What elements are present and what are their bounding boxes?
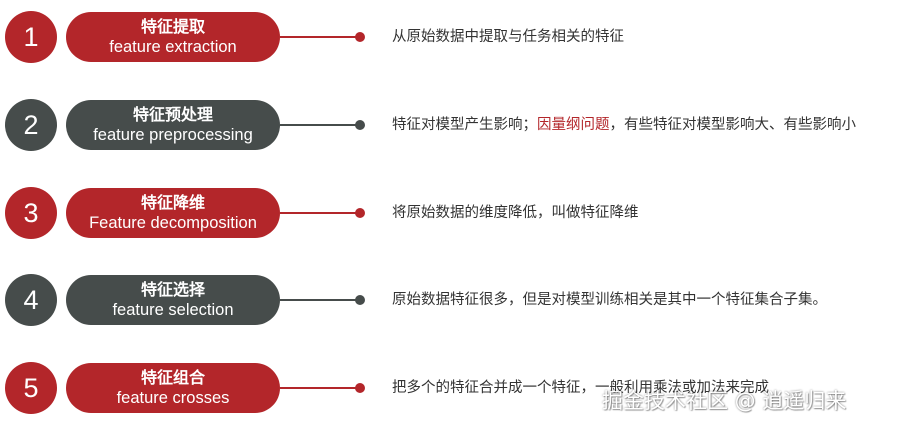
step-title-pill: 特征提取 feature extraction <box>66 12 280 62</box>
connector-line <box>280 387 358 389</box>
step-row-1: 1 特征提取 feature extraction 从原始数据中提取与任务相关的… <box>0 9 903 65</box>
step-row-4: 4 特征选择 feature selection 原始数据特征很多，但是对模型训… <box>0 272 903 328</box>
step-description: 从原始数据中提取与任务相关的特征 <box>392 29 624 45</box>
step-title-en: Feature decomposition <box>89 214 257 232</box>
step-title-pill: 特征降维 Feature decomposition <box>66 188 280 238</box>
step-description: 原始数据特征很多，但是对模型训练相关是其中一个特征集合子集。 <box>392 292 827 308</box>
connector-dot <box>355 295 365 305</box>
step-title-cn: 特征提取 <box>140 17 205 36</box>
step-title-cn: 特征降维 <box>140 193 205 212</box>
step-title-pill: 特征预处理 feature preprocessing <box>66 100 280 150</box>
connector-line <box>280 124 358 126</box>
step-description: 特征对模型产生影响；因量纲问题，有些特征对模型影响大、有些影响小 <box>392 114 856 136</box>
step-row-3: 3 特征降维 Feature decomposition 将原始数据的维度降低，… <box>0 185 903 241</box>
step-title-en: feature preprocessing <box>93 126 253 144</box>
connector-dot <box>355 32 365 42</box>
description-highlight: 因量纲问题 <box>537 117 610 133</box>
step-title-cn: 特征预处理 <box>132 105 213 124</box>
connector-dot <box>355 120 365 130</box>
connector-dot <box>355 208 365 218</box>
step-description: 把多个的特征合并成一个特征，一般利用乘法或加法来完成 <box>392 380 769 396</box>
connector-dot <box>355 383 365 393</box>
step-number-badge: 2 <box>5 99 57 151</box>
connector-line <box>280 36 358 38</box>
step-title-pill: 特征选择 feature selection <box>66 275 280 325</box>
step-number-badge: 1 <box>5 11 57 63</box>
step-number-badge: 5 <box>5 362 57 414</box>
connector-line <box>280 299 358 301</box>
step-row-2: 2 特征预处理 feature preprocessing 特征对模型产生影响；… <box>0 97 903 153</box>
step-title-cn: 特征选择 <box>140 280 205 299</box>
step-title-en: feature crosses <box>116 389 230 407</box>
step-description: 将原始数据的维度降低，叫做特征降维 <box>392 205 639 221</box>
description-text: 特征对模型产生影响； <box>392 117 537 133</box>
description-text: ，有些特征对模型影响大、有些影响小 <box>609 117 857 133</box>
step-title-pill: 特征组合 feature crosses <box>66 363 280 413</box>
step-title-en: feature selection <box>112 301 234 319</box>
step-row-5: 5 特征组合 feature crosses 把多个的特征合并成一个特征，一般利… <box>0 360 903 416</box>
watermark: 掘金技术社区 @ 逍遥归来 <box>602 389 847 413</box>
step-number-badge: 3 <box>5 187 57 239</box>
step-number-badge: 4 <box>5 274 57 326</box>
connector-line <box>280 212 358 214</box>
step-title-en: feature extraction <box>109 38 237 56</box>
step-title-cn: 特征组合 <box>140 368 205 387</box>
